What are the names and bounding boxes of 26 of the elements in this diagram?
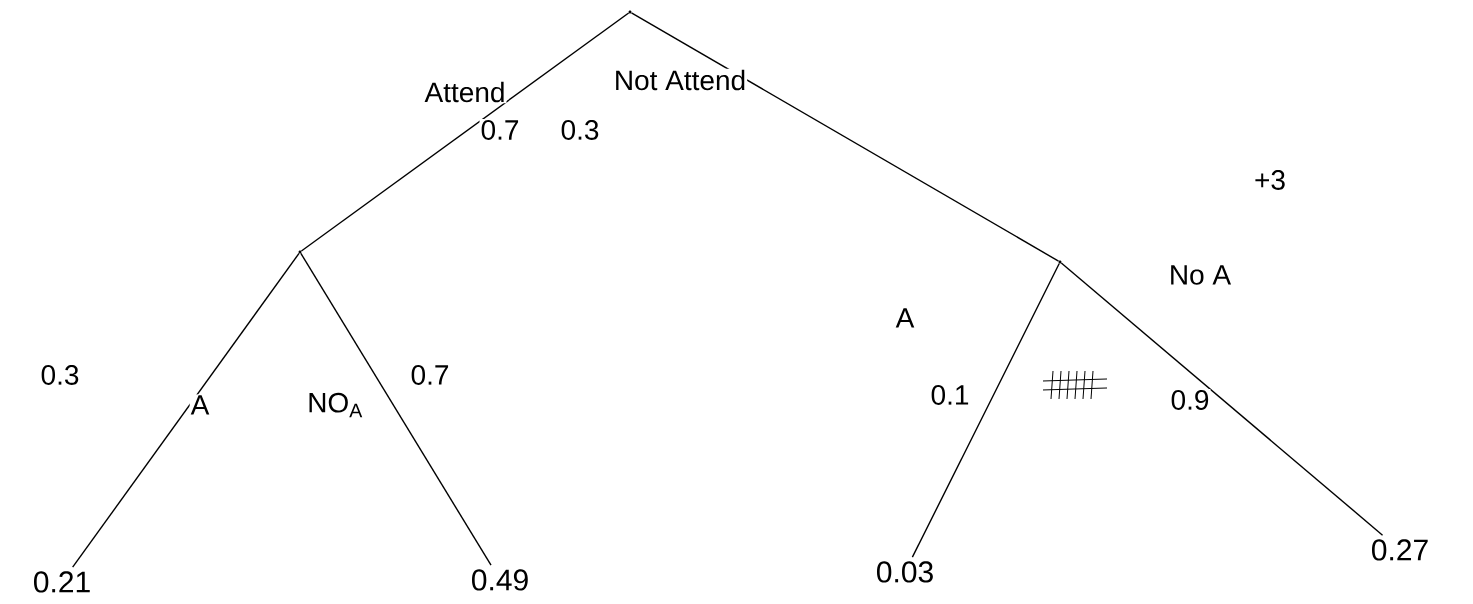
- leaf-value: 0.03: [877, 561, 933, 583]
- leaf-value: 0.27: [1372, 539, 1428, 561]
- branch-line: [911, 262, 1060, 558]
- leaf-value: 0.21: [34, 571, 90, 593]
- edge-label: Not Attend: [612, 68, 748, 92]
- branch-line: [300, 12, 630, 252]
- branch-point: [1058, 260, 1062, 264]
- branch-point: [628, 10, 632, 14]
- edge-label: NO$_{A}$: [306, 391, 364, 419]
- probability-label: 0.7: [479, 119, 521, 141]
- branch-line: [630, 12, 1060, 262]
- branch-line: [71, 252, 300, 568]
- leaf-value: 0.49: [472, 569, 528, 591]
- edge-label: A: [894, 307, 916, 329]
- branch-line: [1060, 262, 1384, 536]
- probability-label: 0.7: [409, 364, 451, 386]
- probability-label: 0.1: [929, 384, 971, 406]
- edge-label: A: [189, 394, 211, 416]
- probability-label: +3: [1253, 169, 1287, 191]
- probability-label: 0.3: [559, 119, 601, 141]
- branch-line: [300, 252, 492, 566]
- probability-label: 0.3: [39, 364, 81, 386]
- probability-label: 0.9: [1169, 389, 1211, 411]
- edge-label: Attend: [423, 80, 507, 104]
- edge-label: No A: [1167, 264, 1233, 286]
- branch-point: [298, 250, 302, 254]
